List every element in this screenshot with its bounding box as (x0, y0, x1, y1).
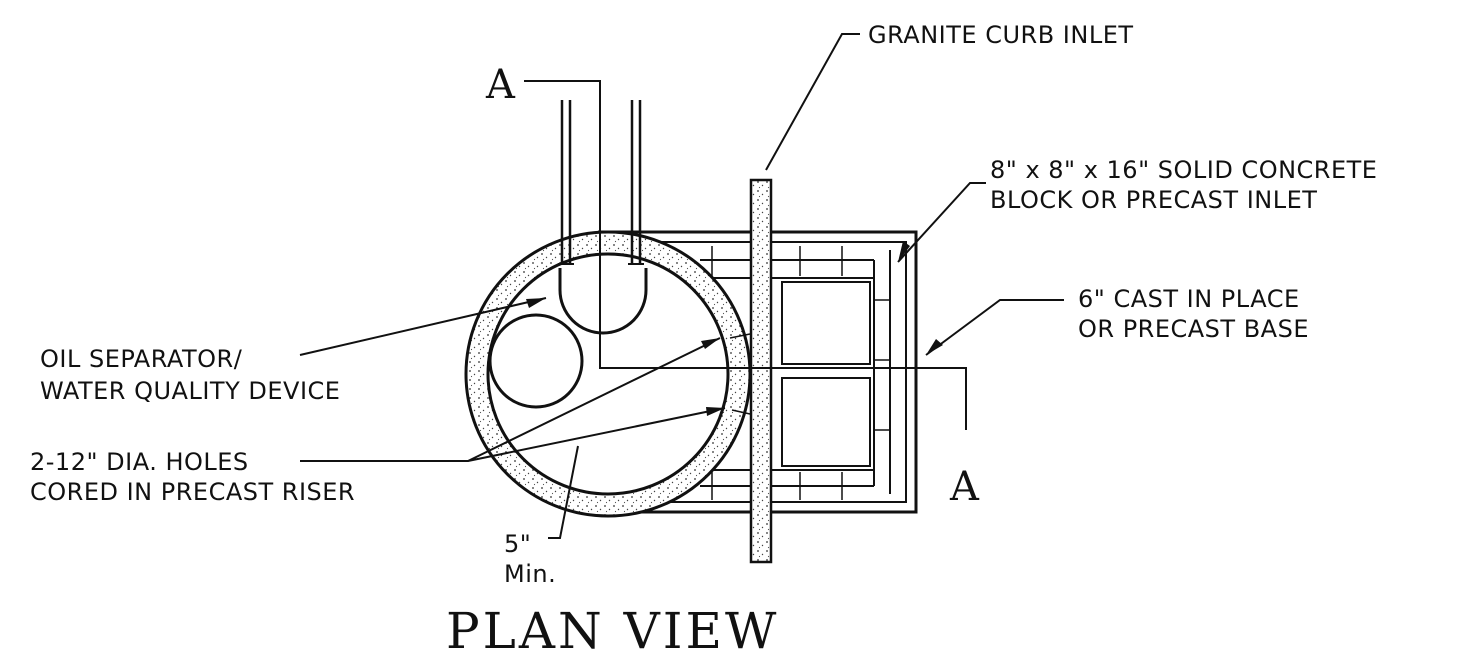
base-label-line2: OR PRECAST BASE (1078, 315, 1309, 343)
granite-curb (749, 178, 773, 564)
precast-riser (464, 230, 752, 518)
oil-separator-label-line1: OIL SEPARATOR/ (40, 345, 243, 373)
holes-label-line1: 2-12" DIA. HOLES (30, 448, 249, 476)
granite-curb-label: GRANITE CURB INLET (868, 21, 1134, 49)
oil-separator-device (488, 268, 648, 409)
section-cut-line (524, 80, 967, 430)
holes-label-line2: CORED IN PRECAST RISER (30, 478, 355, 506)
oil-separator-label-line2: WATER QUALITY DEVICE (40, 377, 340, 405)
plan-view-title: PLAN VIEW (446, 602, 779, 660)
block-label-line2: BLOCK OR PRECAST INLET (990, 186, 1317, 214)
min-dimension-value: 5" (504, 530, 531, 558)
leader-lines (299, 33, 1064, 539)
section-marker-bottom: A (949, 464, 980, 510)
arrowheads (526, 241, 943, 416)
pipes (558, 100, 644, 265)
section-marker-top: A (485, 62, 516, 108)
concrete-block-inlet (700, 246, 891, 500)
base-label-line1: 6" CAST IN PLACE (1078, 285, 1300, 313)
block-label-line1: 8" x 8" x 16" SOLID CONCRETE (990, 156, 1377, 184)
min-dimension-note: Min. (504, 560, 556, 588)
